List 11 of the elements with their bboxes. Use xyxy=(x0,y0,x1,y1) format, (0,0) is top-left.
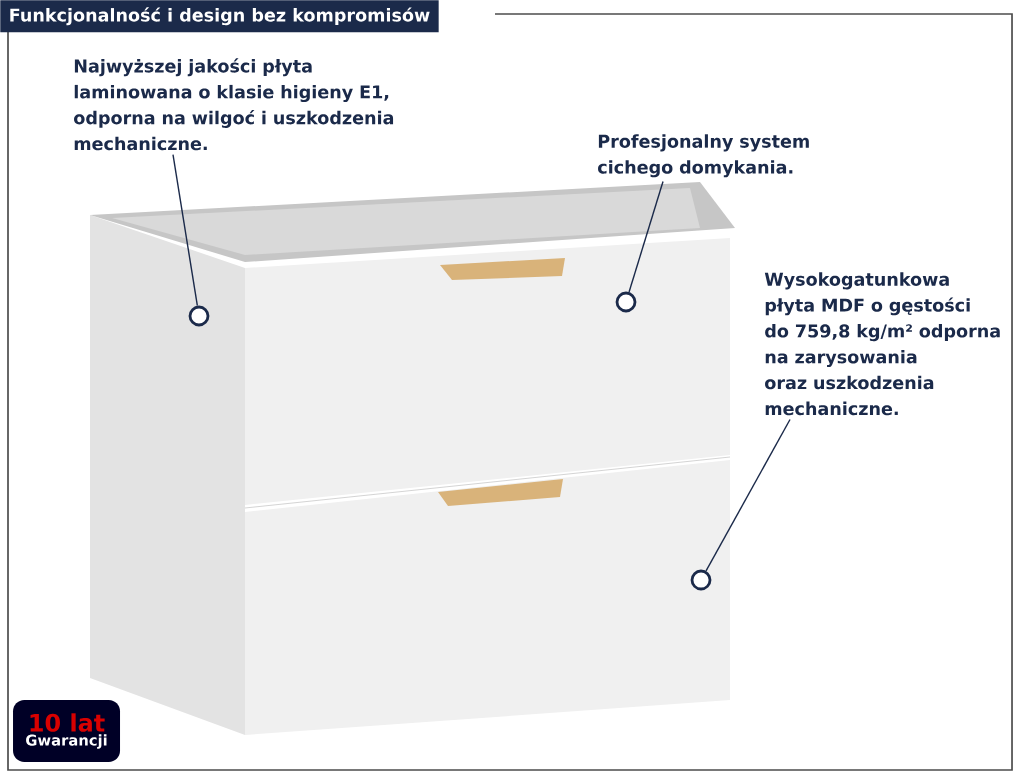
leader-line xyxy=(628,180,664,293)
title-band: Funkcjonalność i design bez kompromisów xyxy=(0,0,439,33)
leader-line xyxy=(172,153,199,307)
marker-circle xyxy=(188,305,210,327)
leader-line xyxy=(705,418,791,572)
warranty-badge: 10 lat Gwarancji xyxy=(13,700,120,762)
callout-text: Profesjonalny system cichego domykania. xyxy=(598,134,809,178)
callout-text: Wysokogatunkowa płyta MDF o gęstości do 759,8 kg/m² odporna na zarysowania oraz uszkodzenia mechaniczne. xyxy=(764,272,1000,416)
marker-circle xyxy=(690,569,712,591)
callout-text: Najwyższej jakości płyta laminowana o klasie higieny E1, odporna na wilgoć i uszkodzenia mechaniczne. xyxy=(74,58,394,151)
marker-circle xyxy=(615,291,637,313)
